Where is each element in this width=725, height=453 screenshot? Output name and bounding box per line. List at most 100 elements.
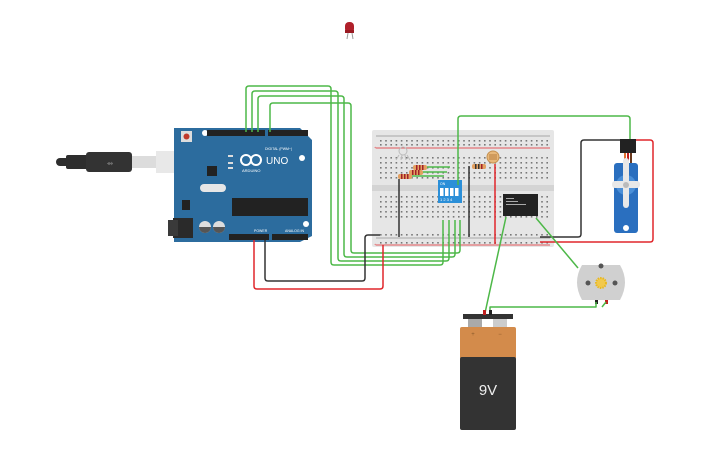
breadboard-hole [437, 157, 439, 159]
breadboard[interactable]: + + [372, 130, 554, 247]
wire-green-battery-motor[interactable] [489, 302, 597, 313]
wire-red-5v[interactable] [253, 240, 384, 290]
h-bridge-ic[interactable] [503, 194, 538, 216]
breadboard-hole [432, 196, 434, 198]
breadboard-hole [473, 211, 476, 213]
breadboard-hole [395, 167, 398, 169]
breadboard-hole [536, 234, 538, 236]
breadboard-hole [442, 172, 444, 174]
breadboard-hole [380, 216, 382, 218]
resistor-4[interactable] [472, 164, 486, 169]
breadboard-hole [390, 242, 392, 244]
breadboard-hole [499, 140, 502, 142]
wire-red-servo[interactable] [540, 139, 654, 243]
breadboard-hole [515, 172, 517, 174]
breadboard-hole [432, 242, 434, 244]
usb-cable[interactable]: ⇴ [56, 151, 176, 173]
servo-motor[interactable] [612, 139, 640, 233]
breadboard-hole [400, 140, 403, 142]
breadboard-hole [515, 242, 517, 244]
dip-switch[interactable]: ON 1 2 3 4 [438, 180, 462, 203]
breadboard-hole [447, 216, 450, 218]
breadboard-hole [432, 206, 434, 208]
breadboard-hole [380, 242, 382, 244]
breadboard-hole [447, 144, 450, 146]
breadboard-hole [400, 234, 403, 236]
wire-green-4[interactable] [269, 102, 461, 254]
wire-green-motor-2[interactable] [601, 301, 607, 308]
breadboard-hole [426, 140, 429, 142]
breadboard-hole [426, 157, 429, 159]
breadboard-hole [468, 162, 470, 164]
breadboard-hole [395, 177, 398, 179]
breadboard-hole [515, 162, 517, 164]
breadboard-hole [520, 216, 522, 218]
wire-green-ic-motor[interactable] [535, 217, 579, 269]
breadboard-hole [380, 172, 382, 174]
breadboard-hole [452, 206, 455, 208]
breadboard-hole [478, 144, 481, 146]
led[interactable] [345, 22, 354, 40]
breadboard-hole [458, 144, 460, 146]
breadboard-hole [432, 234, 434, 236]
breadboard-hole [478, 201, 481, 203]
breadboard-hole [390, 201, 392, 203]
breadboard-hole [452, 177, 455, 179]
breadboard-hole [442, 177, 444, 179]
battery-9v[interactable]: + − 9V [460, 314, 516, 430]
wire-green-ic-battery[interactable] [484, 216, 507, 314]
breadboard-hole [473, 242, 476, 244]
resistor-2[interactable] [409, 170, 423, 175]
breadboard-hole [390, 196, 392, 198]
breadboard-plus-top: + [374, 145, 377, 150]
breadboard-hole [541, 216, 543, 218]
breadboard-hole [380, 196, 382, 198]
breadboard-hole [520, 140, 522, 142]
breadboard-hole [411, 242, 413, 244]
breadboard-hole [395, 206, 398, 208]
breadboard-hole [432, 162, 434, 164]
battery-plus: + [471, 332, 475, 338]
breadboard-hole [478, 206, 481, 208]
breadboard-hole [504, 216, 507, 218]
breadboard-hole [478, 177, 481, 179]
breadboard-hole [463, 216, 465, 218]
resistor-3[interactable] [398, 174, 412, 179]
breadboard-hole [484, 234, 486, 236]
breadboard-hole [452, 172, 455, 174]
wire-black-gnd[interactable] [264, 234, 380, 282]
breadboard-hole [468, 140, 470, 142]
breadboard-hole [416, 216, 418, 218]
breadboard-hole [380, 177, 382, 179]
wire-black-servo[interactable] [540, 139, 620, 238]
wire-green-1[interactable] [245, 85, 444, 266]
breadboard-hole [426, 162, 429, 164]
breadboard-hole [463, 157, 465, 159]
breadboard-hole [437, 177, 439, 179]
breadboard-hole [478, 157, 481, 159]
breadboard-hole [432, 211, 434, 213]
wire-green-3[interactable] [257, 95, 456, 258]
breadboard-hole [541, 211, 543, 213]
breadboard-hole [541, 140, 543, 142]
photoresistor[interactable] [486, 150, 500, 164]
breadboard-hole [432, 172, 434, 174]
breadboard-hole [504, 234, 507, 236]
breadboard-hole [489, 177, 491, 179]
breadboard-hole [380, 162, 382, 164]
wire-green-servo[interactable] [457, 115, 631, 185]
breadboard-hole [536, 140, 538, 142]
breadboard-hole [406, 216, 408, 218]
dc-motor[interactable] [577, 263, 625, 305]
breadboard-hole [478, 242, 481, 244]
wire-green-2[interactable] [251, 90, 450, 262]
resistor-1[interactable] [413, 165, 427, 170]
breadboard-hole [463, 234, 465, 236]
arduino-uno[interactable]: UNO ARDUINO DIGITAL (PWM~) POWER ANALOG … [168, 128, 312, 242]
breadboard-hole [437, 167, 439, 169]
rgb-led[interactable] [395, 146, 411, 161]
breadboard-hole [432, 140, 434, 142]
breadboard-hole [484, 157, 486, 159]
breadboard-hole [489, 162, 491, 164]
breadboard-hole [546, 211, 548, 213]
